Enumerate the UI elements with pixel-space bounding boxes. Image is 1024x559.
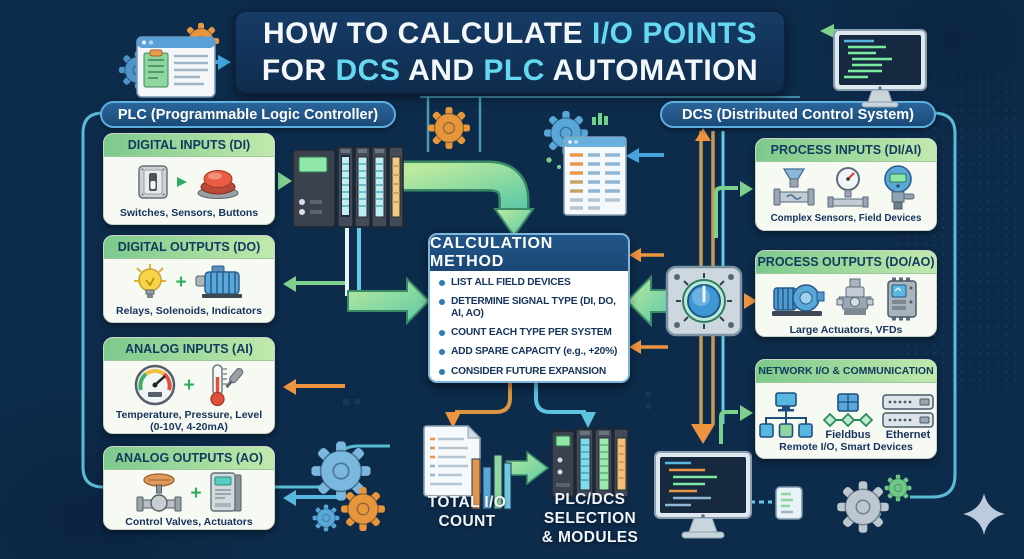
motor-icon	[195, 265, 242, 298]
arrow-total-to-selection	[505, 450, 550, 486]
arrow-calc-to-selection	[580, 412, 596, 428]
mini-bars-icon	[592, 113, 608, 125]
gauge-icon	[135, 364, 176, 406]
plus-sign: +	[190, 482, 202, 504]
plc-dcs-selection-label: PLC/DCS SELECTION & MODULES	[541, 491, 639, 546]
light-switch-icon	[138, 165, 168, 199]
pump-icon	[772, 284, 825, 316]
sparkle-icon	[963, 493, 1005, 535]
arrow-down-monitor	[691, 424, 715, 444]
process-inputs-box: PROCESS INPUTS (DI/AI)	[755, 138, 937, 231]
gear-icon	[837, 481, 889, 533]
arrow-orange-calc-2	[629, 340, 641, 354]
fieldbus-icon	[822, 393, 874, 428]
network-io-box: NETWORK I/O & COMMUNICATION	[755, 359, 937, 459]
io-list-spreadsheet-icon	[563, 136, 627, 216]
arrow-knob-to-process-outputs	[744, 293, 757, 309]
pressure-gauge-icon	[827, 166, 869, 207]
calc-bullet: CONSIDER FUTURE EXPANSION	[451, 365, 606, 377]
ethernet-label: Ethernet	[885, 429, 931, 441]
total-io-count-label: TOTAL I/O COUNT	[427, 494, 507, 530]
arrow-into-process-inputs	[740, 181, 753, 197]
analog-outputs-box: ANALOG OUTPUTS (AO) + Control Valves, Ac…	[103, 446, 275, 530]
digital-outputs-box: DIGITAL OUTPUTS (DO) + Relays, Solenoids…	[103, 235, 275, 323]
dcs-frame-line	[910, 111, 957, 499]
arrow-up-dcs	[695, 128, 711, 141]
process-outputs-box: PROCESS OUTPUTS (DO/AO)	[755, 250, 937, 337]
gear-icon	[313, 505, 340, 532]
transmitter-icon	[884, 164, 915, 209]
bulb-icon	[134, 264, 167, 298]
plc-rack-icon	[292, 146, 404, 228]
calculation-method-box: CALCULATION METHOD LIST ALL FIELD DEVICE…	[428, 233, 630, 383]
gear-icon	[885, 475, 912, 502]
calculation-method-title: CALCULATION METHOD	[430, 235, 628, 271]
fieldbus-label: Fieldbus	[825, 429, 871, 441]
total-io-count-icon	[420, 425, 512, 511]
arrow-orange-calc-1	[629, 248, 641, 262]
big-arrow-into-calc-right	[625, 274, 671, 328]
vfd-panel-icon	[887, 277, 917, 321]
arrow-into-spreadsheet	[626, 148, 639, 163]
page-title: HOW TO CALCULATE I/O POINTS FOR DCS AND …	[234, 10, 786, 94]
thermometer-icon	[209, 364, 243, 407]
digital-inputs-box: DIGITAL INPUTS (DI) Switches, Sensors, B…	[103, 133, 275, 225]
big-arrow-rack-to-calc	[398, 163, 527, 210]
arrow-doc-to-title	[218, 55, 231, 70]
vfd-drive-icon	[209, 472, 242, 512]
analog-inputs-box: ANALOG INPUTS (AI) +	[103, 337, 275, 434]
calc-bullet: ADD SPARE CAPACITY (e.g., +20%)	[451, 346, 618, 358]
plus-sign: +	[183, 374, 195, 396]
spec-document-icon	[136, 36, 216, 98]
arrow-into-ao	[283, 490, 296, 506]
calc-bullet: DETERMINE SIGNAL TYPE (DI, DO, AI, AO)	[451, 296, 616, 319]
remote-io-network-icon	[759, 392, 813, 438]
ethernet-switch-icon	[882, 394, 934, 428]
arrow-into-do	[283, 276, 296, 292]
control-valve-icon	[136, 473, 182, 512]
arrow-into-ai	[283, 379, 296, 395]
process-valve-icon	[773, 167, 815, 205]
control-knob-icon	[665, 265, 743, 337]
gear-icon	[428, 107, 470, 149]
arrow-calc-to-total	[445, 412, 461, 428]
big-arrow-into-calc-left	[347, 276, 431, 326]
arrow-right-icon	[177, 177, 187, 187]
arrow-into-network	[740, 405, 753, 421]
plc-dcs-modules-icon	[551, 428, 629, 498]
calc-bullet: COUNT EACH TYPE PER SYSTEM	[451, 327, 612, 338]
arrow-monitor-to-title	[820, 24, 834, 38]
plus-sign: +	[175, 271, 187, 293]
push-button-icon	[197, 170, 239, 199]
actuator-icon	[836, 278, 874, 315]
calc-bullet: LIST ALL FIELD DEVICES	[451, 277, 571, 288]
gear-icon	[341, 487, 385, 531]
plc-section-header: PLC (Programmable Logic Controller)	[100, 101, 396, 128]
engineering-monitor-icon	[654, 451, 752, 539]
code-monitor-icon	[833, 29, 927, 108]
arrow-di-to-rack	[278, 172, 292, 190]
io-card-icon	[775, 486, 803, 520]
